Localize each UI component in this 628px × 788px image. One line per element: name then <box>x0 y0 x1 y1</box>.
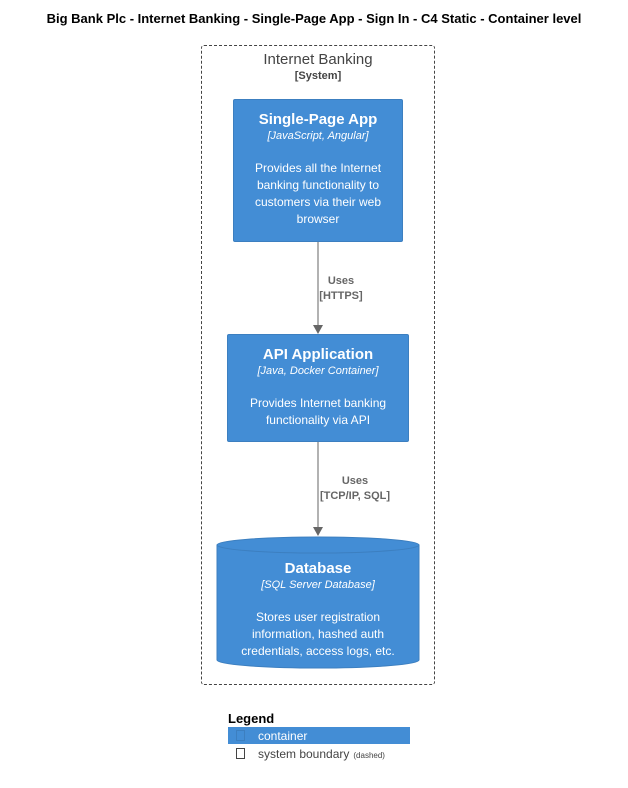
relation-label-api-db: Uses [TCP/IP, SQL] <box>295 474 415 504</box>
container-database[interactable]: Database [SQL Server Database] Stores us… <box>217 560 419 660</box>
container-name: Database <box>284 560 352 577</box>
container-name: Single-Page App <box>258 111 378 128</box>
legend-item-container: container <box>228 727 410 744</box>
description-line: banking functionality to <box>256 178 380 192</box>
description-line: browser <box>296 212 340 226</box>
legend-item-system-boundary: system boundary (dashed) <box>228 745 385 762</box>
container-description: Provides all the Internet banking functi… <box>234 160 402 228</box>
boundary-swatch-icon <box>236 748 245 759</box>
relation-label-spa-api: Uses [HTTPS] <box>281 274 401 304</box>
legend-label: container <box>258 728 308 743</box>
container-technology: [JavaScript, Angular] <box>267 130 369 142</box>
description-line: Provides Internet banking <box>249 396 387 410</box>
description-line: Stores user registration <box>255 610 381 624</box>
container-name: API Application <box>262 346 374 363</box>
container-swatch-icon <box>236 730 245 741</box>
relation-technology: [HTTPS] <box>319 290 363 302</box>
relation-text: Uses <box>327 275 355 287</box>
container-description: Stores user registration information, ha… <box>217 609 419 660</box>
description-line: information, hashed auth <box>251 627 385 641</box>
diagram-title: Big Bank Plc - Internet Banking - Single… <box>46 11 582 26</box>
container-single-page-app[interactable]: Single-Page App [JavaScript, Angular] Pr… <box>233 99 403 242</box>
relation-text: Uses <box>341 475 369 487</box>
container-technology: [Java, Docker Container] <box>257 365 379 377</box>
description-line: Provides all the Internet <box>254 161 382 175</box>
relation-technology: [TCP/IP, SQL] <box>319 490 391 502</box>
boundary-type: [System] <box>294 70 342 82</box>
container-technology: [SQL Server Database] <box>261 579 375 591</box>
boundary-name: Internet Banking <box>263 51 373 68</box>
legend-label: system boundary <box>258 746 350 761</box>
database-cylinder <box>216 536 420 669</box>
container-api-application[interactable]: API Application [Java, Docker Container]… <box>227 334 409 442</box>
description-line: functionality via API <box>265 413 371 427</box>
container-description: Provides Internet banking functionality … <box>228 395 408 429</box>
description-line: credentials, access logs, etc. <box>241 644 395 658</box>
system-boundary: Internet Banking [System] <box>201 45 435 685</box>
description-line: customers via their web <box>254 195 382 209</box>
legend-title: Legend <box>228 711 275 726</box>
legend-note: (dashed) <box>353 751 385 760</box>
